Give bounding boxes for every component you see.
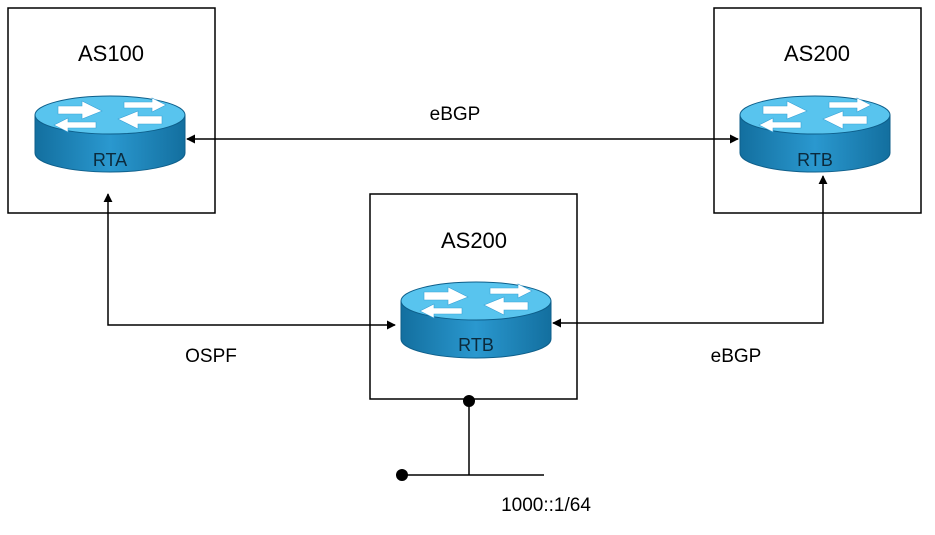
router-label-rtb-center: RTB	[458, 335, 494, 355]
link-label-ebgp-top: eBGP	[430, 104, 481, 125]
network-junction-dot	[463, 395, 475, 407]
router-label-rta: RTA	[93, 150, 127, 170]
as-label-right: AS200	[784, 41, 850, 66]
link-ebgp-right	[552, 175, 828, 328]
as-label-left: AS100	[78, 41, 144, 66]
link-label-ospf: OSPF	[185, 346, 237, 367]
network-end-dot	[396, 469, 408, 481]
router-label-rtb-right: RTB	[797, 150, 833, 170]
as-label-center: AS200	[441, 228, 507, 253]
link-label-ebgp-right: eBGP	[711, 346, 762, 367]
network-address-label: 1000::1/64	[501, 495, 591, 516]
link-ospf-left	[103, 193, 396, 330]
